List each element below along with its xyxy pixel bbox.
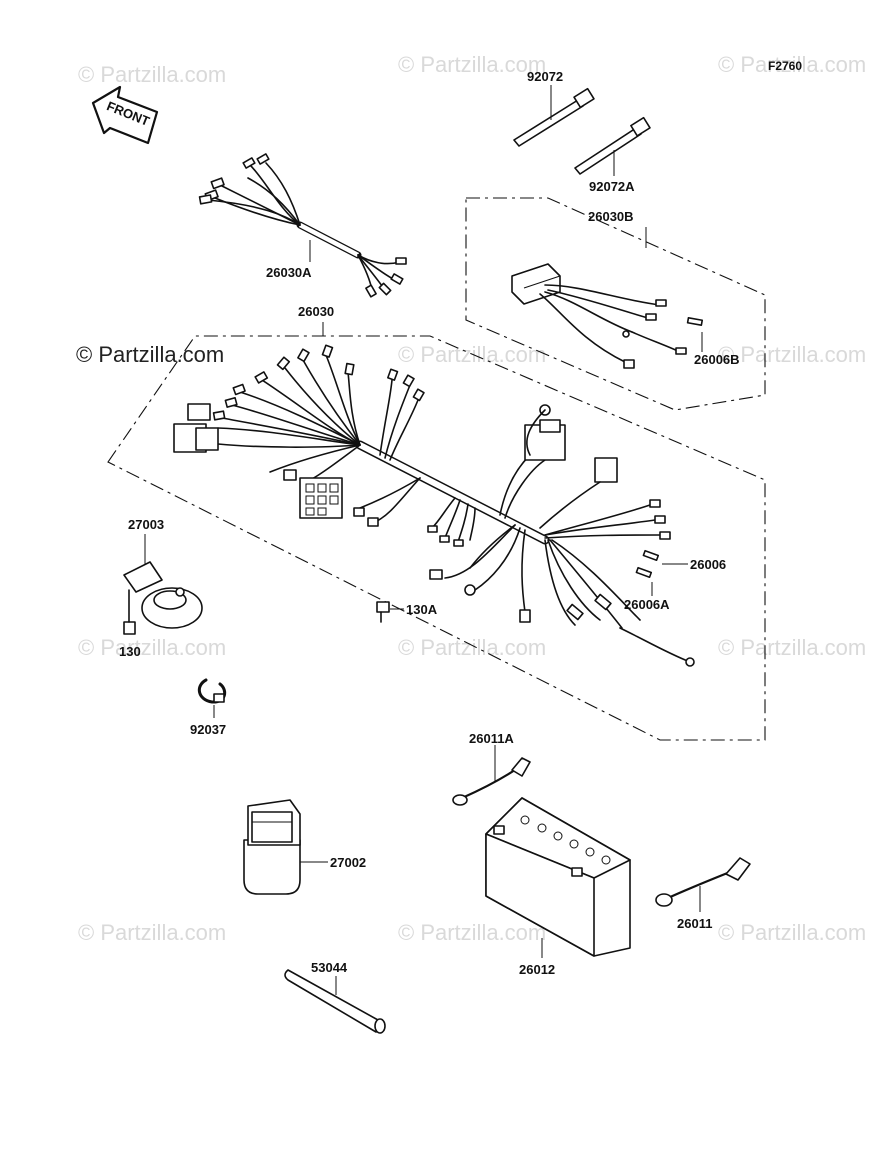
fuse-26006a[interactable] <box>635 566 653 596</box>
sub-harness-26030b[interactable] <box>511 263 687 369</box>
sub-harness-frame-26030b <box>465 197 766 411</box>
bolt-130[interactable] <box>123 589 136 635</box>
cable-tie-92072a[interactable] <box>574 116 651 176</box>
part-label-26011a[interactable]: 26011A <box>469 731 514 746</box>
fuse-26006[interactable] <box>642 549 688 565</box>
part-label-130[interactable]: 130 <box>119 644 141 659</box>
part-label-26030[interactable]: 26030 <box>298 304 334 319</box>
fuse-26006b[interactable] <box>686 317 704 352</box>
clamp-92037[interactable] <box>197 678 227 718</box>
figure-code: F2760 <box>768 59 802 73</box>
main-harness-26030[interactable] <box>173 344 695 667</box>
cable-tie-92072[interactable] <box>513 85 595 147</box>
part-label-26030a[interactable]: 26030A <box>266 265 312 280</box>
part-label-92037[interactable]: 92037 <box>190 722 226 737</box>
part-label-26006b[interactable]: 26006B <box>694 352 740 367</box>
watermark: © Partzilla.com <box>76 342 224 367</box>
part-label-130a[interactable]: 130A <box>406 602 438 617</box>
part-label-26006[interactable]: 26006 <box>690 557 726 572</box>
battery-cable-26011[interactable] <box>655 857 751 912</box>
part-label-26006a[interactable]: 26006A <box>624 597 670 612</box>
relay-27002[interactable] <box>243 799 328 895</box>
watermark: © Partzilla.com <box>398 920 546 945</box>
watermark: © Partzilla.com <box>718 342 866 367</box>
watermark: © Partzilla.com <box>398 52 546 77</box>
sub-harness-26030a[interactable] <box>198 153 407 298</box>
watermark: © Partzilla.com <box>78 635 226 660</box>
part-label-27003[interactable]: 27003 <box>128 517 164 532</box>
part-label-92072a[interactable]: 92072A <box>589 179 635 194</box>
part-label-53044[interactable]: 53044 <box>311 960 348 975</box>
bolt-130a[interactable] <box>376 601 404 623</box>
battery-26012[interactable] <box>485 797 631 958</box>
watermark: © Partzilla.com <box>718 920 866 945</box>
part-label-26011[interactable]: 26011 <box>677 916 712 931</box>
battery-cable-26011a[interactable] <box>452 745 531 806</box>
main-harness-frame <box>107 335 766 741</box>
watermark: © Partzilla.com <box>718 635 866 660</box>
horn-27003[interactable] <box>123 534 203 629</box>
tube-53044[interactable] <box>284 969 386 1034</box>
part-label-26030b[interactable]: 26030B <box>588 209 634 224</box>
part-label-92072[interactable]: 92072 <box>527 69 563 84</box>
part-label-26012[interactable]: 26012 <box>519 962 555 977</box>
watermark: © Partzilla.com <box>718 52 866 77</box>
part-label-27002[interactable]: 27002 <box>330 855 366 870</box>
watermark: © Partzilla.com <box>78 62 226 87</box>
front-arrow-icon: FRONT <box>91 85 159 145</box>
watermark: © Partzilla.com <box>78 920 226 945</box>
watermark: © Partzilla.com <box>398 635 546 660</box>
